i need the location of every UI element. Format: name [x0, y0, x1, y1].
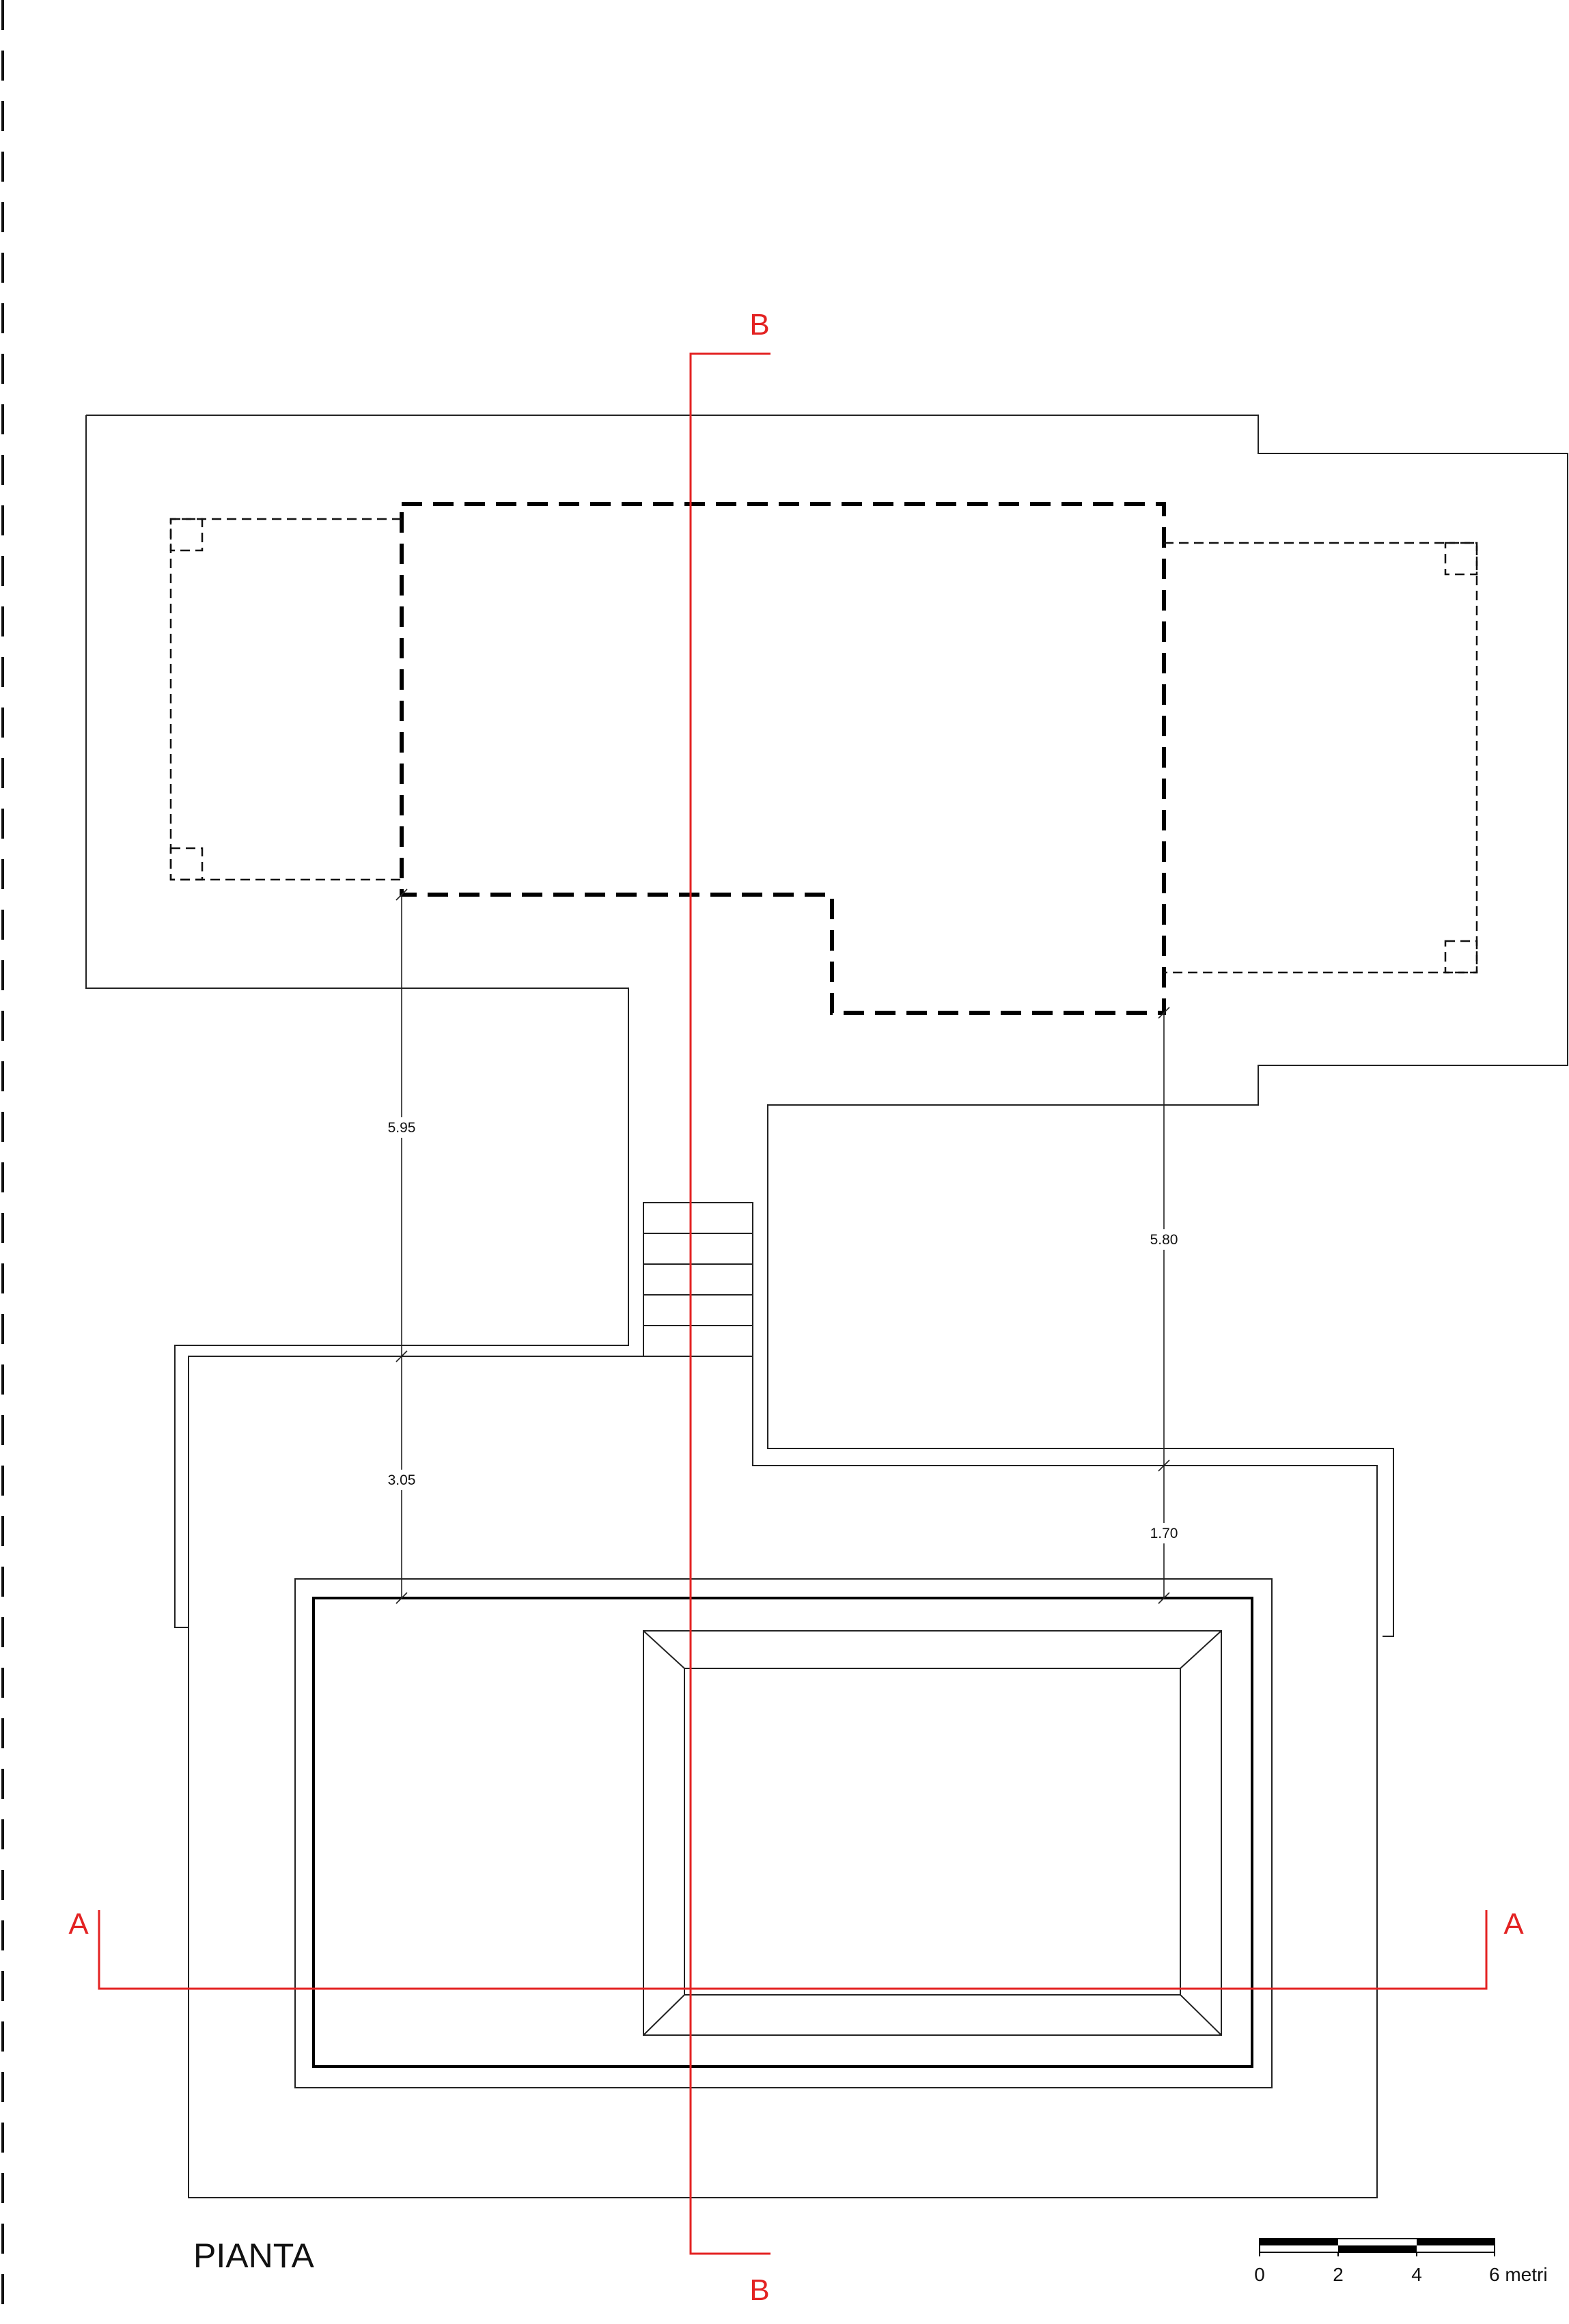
pool [294, 1578, 1273, 2088]
dimension-right [1158, 1007, 1170, 1604]
stairs [643, 1202, 753, 1357]
upper-terrace-left-outline [85, 415, 629, 1628]
section-label-b-top: B [749, 308, 769, 341]
right-porch [1164, 542, 1478, 974]
section-label-a-left: A [68, 1907, 89, 1941]
dimension-label-right-upper: 5.80 [1150, 1232, 1178, 1248]
dimension-left [395, 888, 408, 1604]
scale-label-2: 2 [1333, 2264, 1344, 2285]
scale-label-0: 0 [1254, 2264, 1265, 2285]
lower-terrace-outline [188, 1203, 1378, 2198]
upper-terrace-outline [86, 415, 1568, 1637]
pool-deck [294, 1578, 1273, 2088]
scale-bar [1259, 2238, 1495, 2256]
section-line-a [98, 1910, 1488, 1990]
drawing-title: PIANTA [193, 2237, 315, 2275]
pool-edge [312, 1597, 1253, 2068]
pool-basin-outer [643, 1630, 1222, 2036]
scale-label-4: 4 [1411, 2264, 1422, 2285]
dimension-label-left-upper: 5.95 [388, 1120, 416, 1136]
section-label-b-bottom: B [749, 2273, 769, 2307]
left-porch [169, 518, 402, 881]
pool-basin-inner [684, 1668, 1181, 1996]
dimension-label-right-lower: 1.70 [1150, 1526, 1178, 1541]
house-footprint [400, 502, 1166, 1015]
dimension-label-left-lower: 3.05 [388, 1472, 416, 1488]
section-line-b [689, 352, 770, 2255]
section-label-a-right: A [1503, 1907, 1524, 1941]
scale-label-6: 6 metri [1489, 2264, 1548, 2285]
